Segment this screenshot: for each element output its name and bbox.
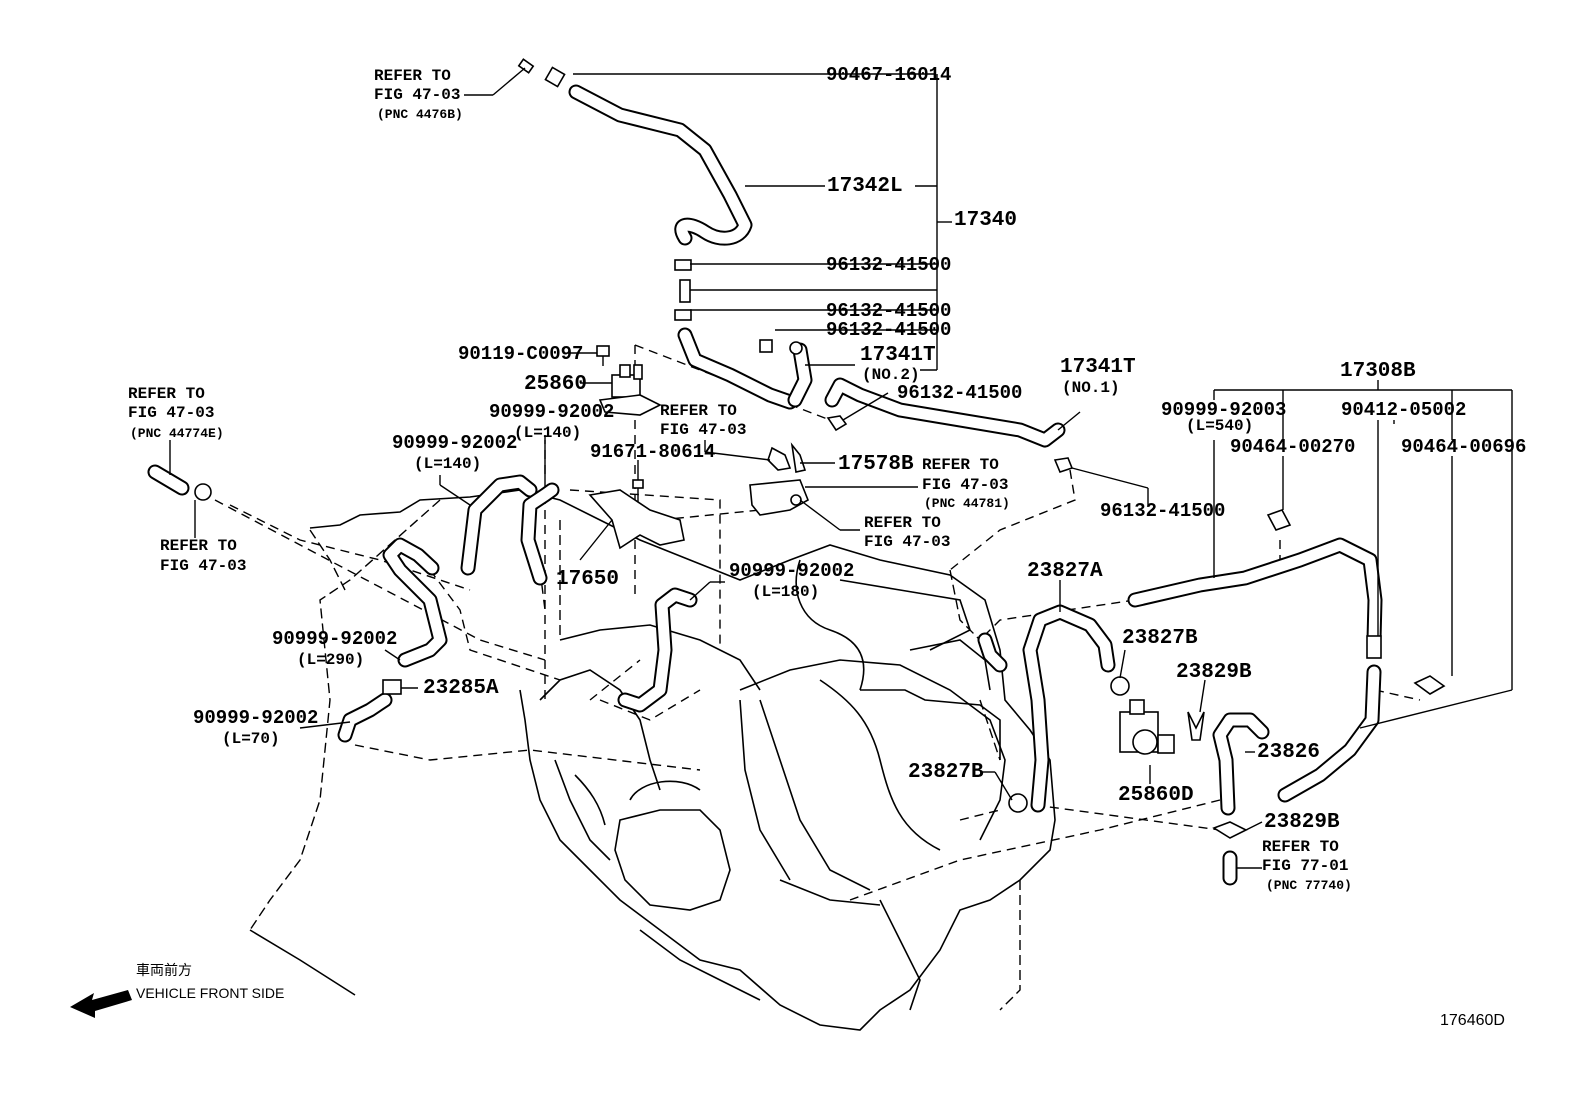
part-96132-41500-d[interactable]: 96132-41500: [897, 382, 1023, 404]
part-17340[interactable]: 17340: [954, 209, 1018, 232]
part-17341T-no2[interactable]: 17341T: [860, 344, 936, 367]
part-23829B-b[interactable]: 23829B: [1264, 811, 1340, 834]
refer-1-line1[interactable]: REFER TO: [374, 67, 451, 85]
refer-7-line2[interactable]: FIG 77-01: [1262, 857, 1349, 875]
part-23829B-a[interactable]: 23829B: [1176, 661, 1252, 684]
part-90119-C0097[interactable]: 90119-C0097: [458, 343, 584, 365]
part-17578B[interactable]: 17578B: [838, 453, 914, 476]
refer-6-line1[interactable]: REFER TO: [660, 402, 737, 420]
refer-6-line2[interactable]: FIG 47-03: [660, 421, 747, 439]
part-90464-00696[interactable]: 90464-00696: [1401, 436, 1527, 458]
part-90467-16014[interactable]: 90467-16014: [826, 64, 952, 86]
refer-4-line2[interactable]: FIG 47-03: [864, 533, 951, 551]
part-90999-92002-b[interactable]: 90999-92002: [392, 432, 518, 454]
refer-7-line3: (PNC 77740): [1266, 878, 1352, 893]
refer-2-line3: (PNC 44774E): [130, 426, 224, 441]
part-90999-92002-a-len: (L=140): [514, 424, 582, 442]
part-23285A[interactable]: 23285A: [423, 677, 499, 700]
part-90999-92003[interactable]: 90999-92003: [1161, 399, 1287, 421]
part-25860D[interactable]: 25860D: [1118, 784, 1194, 807]
part-23827A[interactable]: 23827A: [1027, 560, 1103, 583]
part-17650[interactable]: 17650: [556, 568, 620, 591]
diagram-id: 176460D: [1440, 1012, 1505, 1029]
part-90999-92002-a[interactable]: 90999-92002: [489, 401, 615, 423]
refer-5-line1[interactable]: REFER TO: [922, 456, 999, 474]
part-90999-92002-c[interactable]: 90999-92002: [729, 560, 855, 582]
vehicle-front-jp: 車両前方: [136, 962, 192, 978]
refer-3-line2[interactable]: FIG 47-03: [160, 557, 247, 575]
part-17308B[interactable]: 17308B: [1340, 360, 1416, 383]
engine-outline: [249, 489, 1056, 1031]
refer-2-line1[interactable]: REFER TO: [128, 385, 205, 403]
part-90999-92002-c-len: (L=180): [752, 583, 820, 601]
part-96132-41500-e[interactable]: 96132-41500: [1100, 500, 1226, 522]
part-90999-92003-len: (L=540): [1186, 417, 1254, 435]
part-23827B-b[interactable]: 23827B: [908, 761, 984, 784]
part-17342L[interactable]: 17342L: [827, 175, 903, 198]
part-90999-92002-e-len: (L=70): [222, 730, 280, 748]
refer-1-line3: (PNC 4476B): [377, 107, 463, 122]
part-23826[interactable]: 23826: [1257, 741, 1321, 764]
part-25860[interactable]: 25860: [524, 373, 588, 396]
refer-5-line3: (PNC 44781): [924, 496, 1010, 511]
part-17341T-no1[interactable]: 17341T: [1060, 356, 1136, 379]
part-17341T-no2-sub: (NO.2): [862, 366, 920, 384]
refer-7-line1[interactable]: REFER TO: [1262, 838, 1339, 856]
part-90999-92002-b-len: (L=140): [414, 455, 482, 473]
part-90999-92002-d-len: (L=290): [297, 651, 365, 669]
part-91671-80614[interactable]: 91671-80614: [590, 441, 716, 463]
part-96132-41500-a[interactable]: 96132-41500: [826, 254, 952, 276]
refer-4-line1[interactable]: REFER TO: [864, 514, 941, 532]
small-parts: [194, 58, 1446, 839]
part-96132-41500-b[interactable]: 96132-41500: [826, 300, 952, 322]
refer-1-line2[interactable]: FIG 47-03: [374, 86, 461, 104]
vehicle-front-en: VEHICLE FRONT SIDE: [136, 985, 285, 1001]
part-90412-05002[interactable]: 90412-05002: [1341, 399, 1467, 421]
refer-5-line2[interactable]: FIG 47-03: [922, 476, 1009, 494]
part-90999-92002-e[interactable]: 90999-92002: [193, 707, 319, 729]
refer-2-line2[interactable]: FIG 47-03: [128, 404, 215, 422]
part-96132-41500-c[interactable]: 96132-41500: [826, 319, 952, 341]
leader-lines: [169, 67, 1513, 869]
part-90464-00270[interactable]: 90464-00270: [1230, 436, 1356, 458]
part-23827B-a[interactable]: 23827B: [1122, 627, 1198, 650]
part-90999-92002-d[interactable]: 90999-92002: [272, 628, 398, 650]
refer-3-line1[interactable]: REFER TO: [160, 537, 237, 555]
vehicle-front-arrow-icon: [70, 990, 132, 1018]
part-17341T-no1-sub: (NO.1): [1062, 379, 1120, 397]
hoses: [147, 84, 1383, 886]
